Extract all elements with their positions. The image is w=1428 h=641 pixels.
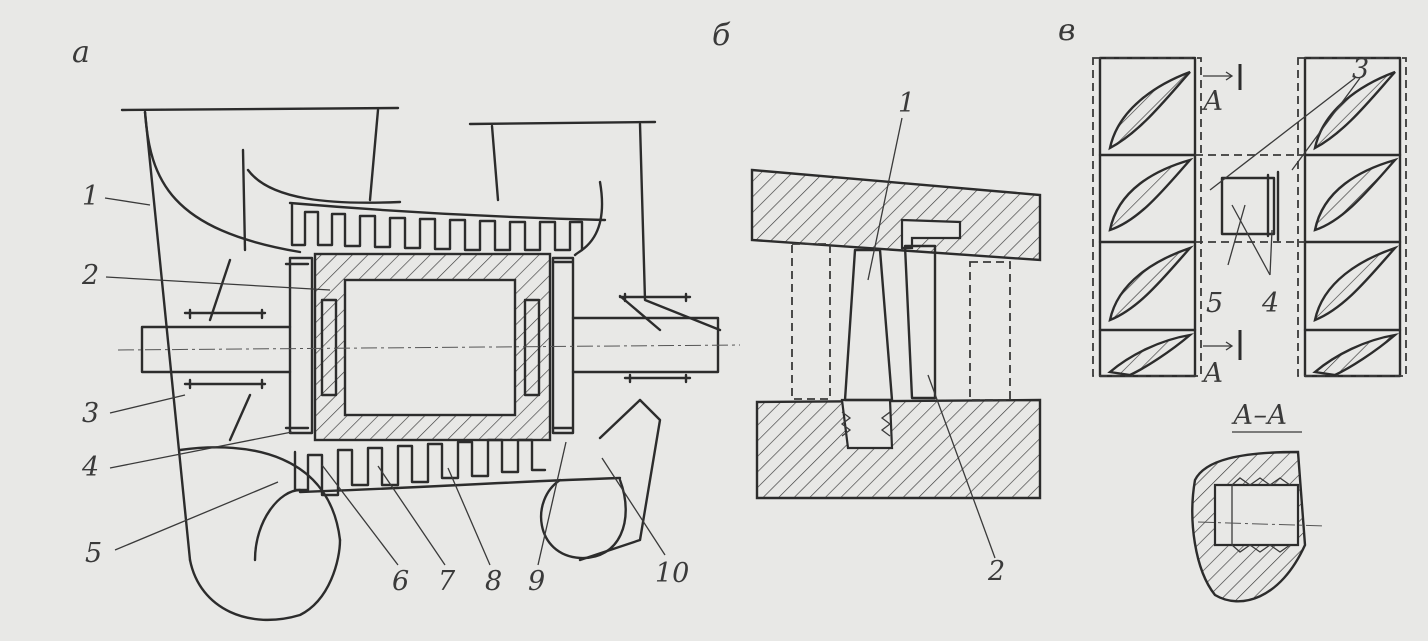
- label-a-4: 4: [81, 452, 99, 483]
- airfoil-profiles: [1107, 70, 1400, 377]
- panel-v-leaders: [1209, 77, 1361, 276]
- section-marker-top: А: [1201, 86, 1223, 117]
- upper-hatched-block: [750, 168, 1042, 262]
- label-b-2: 2: [987, 556, 1005, 587]
- label-a-7: 7: [438, 566, 456, 597]
- label-v-3: 3: [1352, 54, 1369, 85]
- lower-stator-blades: [293, 438, 622, 497]
- label-a-8: 8: [485, 566, 502, 597]
- section-title: А–А: [1231, 400, 1287, 431]
- label-a-6: 6: [392, 566, 409, 597]
- label-a-10: 10: [655, 558, 689, 589]
- section-marker-bottom: А: [1201, 358, 1223, 389]
- label-a-2: 2: [81, 260, 99, 291]
- panel-v-drawing: [1092, 56, 1407, 603]
- lower-hatched-block: [755, 398, 1042, 500]
- panel-a-drawing: [117, 106, 741, 622]
- panel-label-a: а: [72, 35, 90, 70]
- panel-b-drawing: [750, 168, 1042, 500]
- label-a-1: 1: [82, 181, 99, 212]
- upper-stator-blades: [290, 203, 584, 252]
- label-a-3: 3: [82, 398, 99, 429]
- label-v-4: 4: [1261, 288, 1279, 319]
- label-v-5: 5: [1206, 288, 1223, 319]
- panel-b-leaders: [867, 117, 996, 559]
- label-a-5: 5: [85, 538, 102, 569]
- label-a-9: 9: [528, 566, 545, 597]
- label-b-1: 1: [898, 88, 915, 119]
- panel-a-leaders: [104, 197, 666, 566]
- panel-label-b: б: [712, 18, 731, 53]
- panel-label-v: в: [1058, 13, 1075, 48]
